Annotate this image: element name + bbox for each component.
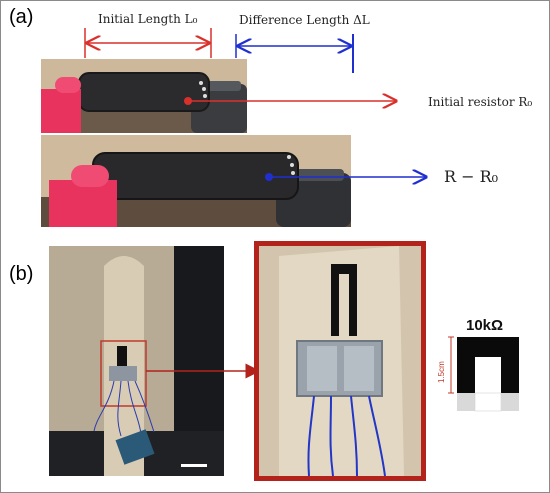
photo-sensor-on-substrate (49, 246, 224, 476)
initial-resistor-label: Initial resistor R₀ (428, 95, 533, 109)
delta-resistor-label: R − R₀ (444, 167, 499, 186)
difference-length-label: Difference Length ΔL (239, 13, 370, 27)
scale-length-label: 1.5cm (437, 361, 446, 383)
panel-b-label: (b) (9, 263, 34, 285)
panel-a-arrows (84, 28, 550, 241)
photo-initial-sensor (41, 59, 247, 133)
resistance-value-label: 10kΩ (466, 317, 504, 334)
photo-stretched-sensor (41, 135, 351, 227)
photo-sensor-zoom (254, 241, 426, 481)
panel-a-label: (a) (9, 6, 34, 28)
initial-length-label: Initial Length L₀ (98, 12, 198, 26)
